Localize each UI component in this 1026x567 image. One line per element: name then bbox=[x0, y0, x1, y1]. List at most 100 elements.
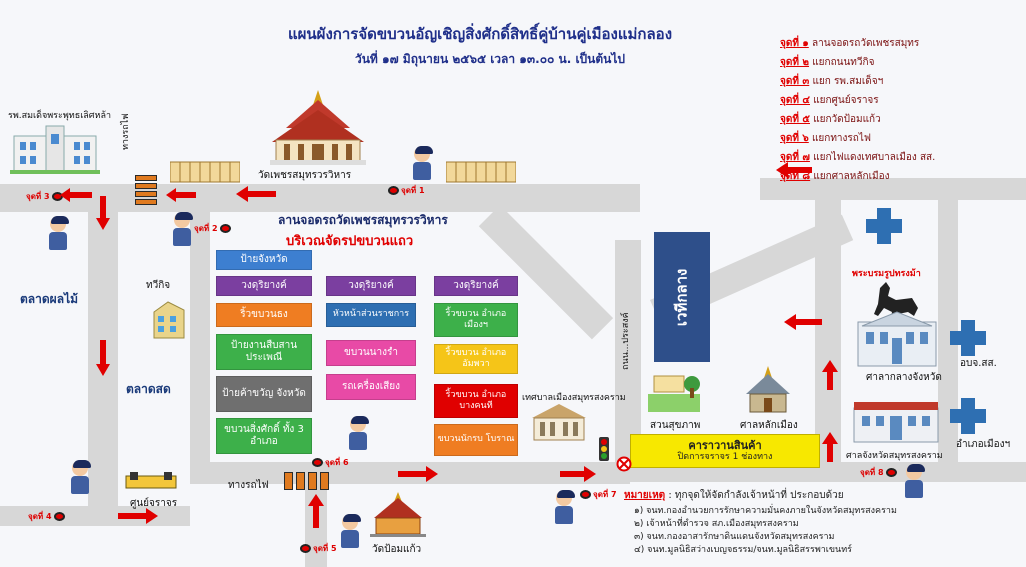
city-pillar-label: ศาลหลักเมือง bbox=[740, 420, 798, 431]
road-right-vertical bbox=[815, 190, 841, 480]
provincial-hall-label: ศาลากลางจังหวัด bbox=[866, 372, 942, 383]
notes-heading: หมายเหตุ bbox=[624, 490, 666, 501]
fruit-market-label: ตลาดผลไม้ bbox=[20, 292, 79, 306]
provincial-court-icon bbox=[853, 402, 939, 443]
route-arrow-left-icon bbox=[784, 314, 822, 330]
railway-top-label: ทางรถไฟ bbox=[121, 113, 131, 150]
map-subtitle: วันที่ ๑๗ มิถุนายน ๒๕๖๕ เวลา ๑๓.๐๐ น. เป… bbox=[354, 52, 626, 66]
parade-block: ขบวนนักรบ โบราณ bbox=[434, 424, 518, 456]
notes-heading-row: หมายเหตุ : ทุกจุดให้จัดกำลังเจ้าหน้าที่ … bbox=[624, 490, 844, 501]
legend-item: จุดที่ ๒ แยกถนนทวีกิจ bbox=[780, 57, 875, 68]
route-arrow-right-icon bbox=[398, 466, 438, 482]
road-far-right bbox=[938, 190, 958, 470]
parade-block: ป้ายค้าขวัญ จังหวัด bbox=[216, 376, 312, 412]
route-arrow-up-icon bbox=[822, 432, 838, 462]
checkpoint-dot-icon bbox=[219, 224, 231, 233]
municipality-building-icon bbox=[532, 404, 586, 441]
police-officer-icon bbox=[340, 508, 361, 548]
notes-item: ๔) จนท.มูลนิธิสว่างเบญจธรรม/จนท.มูลนิธิส… bbox=[634, 545, 852, 555]
hospital-cross-top-icon bbox=[866, 208, 902, 244]
hospital-cross-bottom-icon bbox=[950, 398, 986, 434]
fresh-market-label: ตลาดสด bbox=[126, 382, 171, 396]
map-title: แผนผังการจัดขบวนอัญเชิญสิ่งศักดิ์สิทธิ์ค… bbox=[287, 25, 673, 43]
legend-item: จุดที่ ๖ แยกทางรถไฟ bbox=[780, 133, 871, 144]
parade-block: วงดุริยางค์ bbox=[326, 276, 416, 296]
police-officer-icon bbox=[412, 140, 433, 180]
railway-bottom-label: ทางรถไฟ bbox=[228, 480, 269, 491]
route-arrow-down-icon bbox=[96, 340, 110, 376]
checkpoint-2: จุดที่ 2 bbox=[194, 222, 231, 235]
railway-crossing-bottom bbox=[284, 472, 329, 490]
hospital-label: รพ.สมเด็จพระพุทธเลิศหล้า bbox=[8, 111, 112, 121]
market-caravan-title: คาราวานสินค้า bbox=[688, 438, 762, 452]
checkpoint-dot-icon bbox=[388, 186, 399, 195]
traffic-center-label: ศูนย์จราจร bbox=[130, 498, 178, 509]
police-officer-icon bbox=[70, 454, 91, 494]
legend-item: จุดที่ ๑ ลานจอดรถวัดเพชรสมุทร bbox=[780, 38, 920, 49]
checkpoint-dot-icon bbox=[312, 458, 323, 467]
route-arrow-left-icon bbox=[60, 188, 92, 202]
legend-item: จุดที่ ๔ แยกศูนย์จราจร bbox=[780, 95, 879, 106]
route-arrow-right-icon bbox=[118, 508, 158, 524]
checkpoint-dot-icon bbox=[580, 490, 591, 499]
king-monument-label: พระบรมรูปทรงม้า bbox=[852, 269, 921, 279]
parade-block: ขบวนสิ่งศักดิ์ ทั้ง 3 อำเภอ bbox=[216, 418, 312, 454]
fence-right-icon bbox=[446, 161, 516, 183]
legend-item: จุดที่ ๘ แยกศาลหลักเมือง bbox=[780, 171, 890, 182]
route-arrow-left-icon bbox=[166, 188, 196, 202]
park-label: สวนสุขภาพ bbox=[650, 420, 701, 431]
checkpoint-8: จุดที่ 8 bbox=[860, 466, 897, 479]
parade-block: ป้ายจังหวัด bbox=[216, 250, 312, 270]
road-name-label: ถนน...ประสงค์ bbox=[621, 312, 631, 370]
legend-item: จุดที่ ๗ แยกไฟแดงเทศบาลเมือง สส. bbox=[780, 152, 936, 163]
hospital-cross-mid-icon bbox=[950, 320, 986, 356]
road-stage-vertical bbox=[615, 240, 641, 470]
legend-item: จุดที่ ๕ แยกวัดป้อมแก้ว bbox=[780, 114, 881, 125]
checkpoint-3: จุดที่ 3 bbox=[26, 190, 63, 203]
checkpoint-4: จุดที่ 4 bbox=[28, 510, 65, 523]
notes-item: ๑) จนท.กองอำนวยการรักษาความมั่นคงภายในจั… bbox=[634, 506, 897, 516]
wat-pom-kaew-label: วัดป้อมแก้ว bbox=[372, 544, 422, 555]
provincial-court-label: ศาลจังหวัดสมุทรสงคราม bbox=[846, 451, 943, 461]
parade-block: รถเครื่องเสียง bbox=[326, 374, 416, 400]
route-arrow-up-icon bbox=[308, 494, 324, 528]
checkpoint-5: จุดที่ 5 bbox=[300, 542, 337, 555]
checkpoint-dot-icon bbox=[885, 468, 897, 477]
route-arrow-left-icon bbox=[236, 186, 276, 202]
notes-item: ๒) เจ้าหน้าที่ตำรวจ สภ.เมืองสมุทรสงคราม bbox=[634, 519, 799, 529]
checkpoint-legend: จุดที่ ๑ ลานจอดรถวัดเพชรสมุทร จุดที่ ๒ แ… bbox=[780, 36, 1020, 188]
parade-block: ริ้วขบวน อำเภอบางคนที bbox=[434, 384, 518, 418]
hospital-building-icon bbox=[10, 125, 100, 174]
parade-block: ป้ายงานสืบสาน ประเพณี bbox=[216, 334, 312, 370]
checkpoint-6: จุดที่ 6 bbox=[312, 456, 349, 469]
route-arrow-down-icon bbox=[96, 196, 110, 230]
police-officer-icon bbox=[904, 458, 925, 498]
parade-block: ริ้วขบวน อำเภอเมืองฯ bbox=[434, 303, 518, 337]
parade-block: วงดุริยางค์ bbox=[216, 276, 312, 296]
traffic-light-icon bbox=[599, 437, 609, 461]
temple-main-label: วัดเพชรสมุทรวรวิหาร bbox=[258, 170, 352, 181]
notes-panel: หมายเหตุ : ทุกจุดให้จัดกำลังเจ้าหน้าที่ … bbox=[624, 488, 1024, 555]
city-pillar-shrine-icon bbox=[746, 366, 790, 413]
police-officer-icon bbox=[48, 210, 69, 250]
road-inner-vertical bbox=[190, 212, 210, 462]
market-caravan-sign: คาราวานสินค้า ปิดการจราจร 1 ช่องทาง bbox=[630, 434, 820, 468]
route-arrow-left-icon bbox=[776, 162, 812, 178]
parade-block: วงดุริยางค์ bbox=[434, 276, 518, 296]
district-office-label: อำเภอเมืองฯ bbox=[956, 439, 1011, 450]
municipality-label: เทศบาลเมืองสมุทรสงคราม bbox=[522, 393, 626, 403]
traffic-center-icon bbox=[125, 472, 177, 489]
parade-block: หัวหน้าส่วนราชการ bbox=[326, 303, 416, 327]
route-arrow-up-icon bbox=[822, 360, 838, 390]
thawikit-label: ทวีกิจ bbox=[146, 280, 171, 291]
police-officer-icon bbox=[172, 206, 193, 246]
railway-crossing-top bbox=[135, 175, 157, 205]
temple-icon bbox=[270, 90, 366, 165]
central-stage: เวทีกลาง bbox=[654, 232, 710, 362]
route-arrow-right-icon bbox=[560, 466, 596, 482]
park-icon bbox=[648, 375, 700, 412]
king-monument-icon bbox=[857, 282, 937, 367]
road-lower-left bbox=[0, 506, 190, 526]
police-officer-icon bbox=[348, 410, 369, 450]
